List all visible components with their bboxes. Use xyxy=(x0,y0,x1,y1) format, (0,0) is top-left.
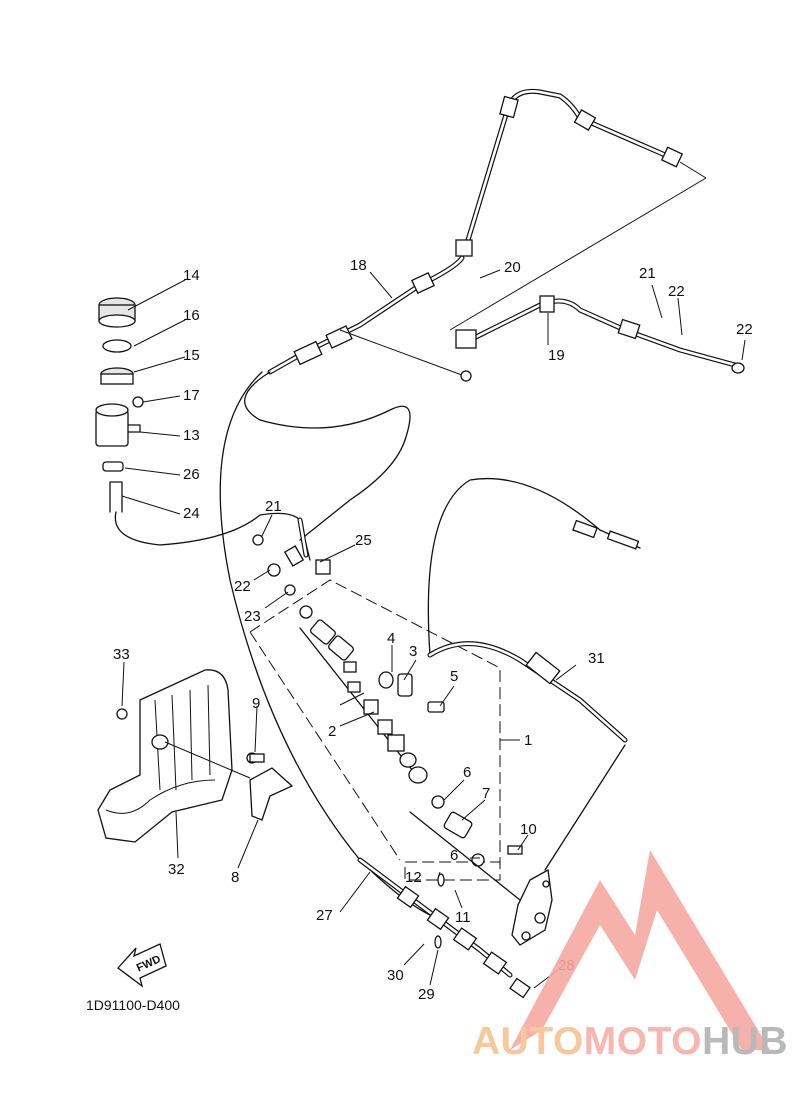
leader-lines xyxy=(121,269,746,989)
brake-hose-19 xyxy=(455,295,745,374)
callout-26: 26 xyxy=(183,466,200,483)
callout-10: 10 xyxy=(520,821,537,838)
master-cylinder-assembly xyxy=(249,579,523,901)
bracket-8 xyxy=(246,752,294,821)
callout-17: 17 xyxy=(183,387,200,404)
callout-1: 1 xyxy=(524,732,532,749)
brake-hose-18 xyxy=(244,255,472,541)
automotohub-logo xyxy=(510,850,770,1050)
callout-22-mid: 22 xyxy=(234,578,251,595)
callout-19: 19 xyxy=(548,347,565,364)
callout-24: 24 xyxy=(183,505,200,522)
callout-6-upper: 6 xyxy=(463,764,471,781)
automotohub-wordmark: AUTOMOTOHUB xyxy=(472,1020,788,1064)
callout-4: 4 xyxy=(387,630,395,647)
callout-13: 13 xyxy=(183,427,200,444)
callout-21-mid: 21 xyxy=(265,498,282,515)
callout-23: 23 xyxy=(244,608,261,625)
callout-22-right: 22 xyxy=(736,321,753,338)
callout-31: 31 xyxy=(588,650,605,667)
wordmark-moto: MOTO xyxy=(583,1020,703,1063)
callout-20: 20 xyxy=(504,259,521,276)
cable-31 xyxy=(427,477,641,946)
logo-triangle-icon xyxy=(510,850,770,1050)
callout-27: 27 xyxy=(316,907,333,924)
callout-7: 7 xyxy=(482,785,490,802)
callout-22-top: 22 xyxy=(668,283,685,300)
callout-2: 2 xyxy=(328,723,336,740)
callout-21-top: 21 xyxy=(639,265,656,282)
callout-5: 5 xyxy=(450,668,458,685)
cable-27 xyxy=(219,371,531,999)
callout-25: 25 xyxy=(355,532,372,549)
callout-numbers: 14 16 15 17 13 26 24 18 20 19 21 22 22 2… xyxy=(113,257,753,1003)
callout-18: 18 xyxy=(350,257,367,274)
callout-8: 8 xyxy=(231,869,239,886)
reservoir-assembly xyxy=(95,297,311,561)
callout-15: 15 xyxy=(183,347,200,364)
small-parts-mid xyxy=(252,517,331,596)
callout-16: 16 xyxy=(183,307,200,324)
drawing-code: 1D91100-D400 xyxy=(86,997,180,1013)
callout-29: 29 xyxy=(418,986,435,1003)
wordmark-hub: HUB xyxy=(702,1020,789,1063)
callout-33: 33 xyxy=(113,646,130,663)
brake-pipe-upper xyxy=(449,88,707,331)
callout-9: 9 xyxy=(252,695,260,712)
callout-30: 30 xyxy=(387,967,404,984)
callout-6-lower: 6 xyxy=(450,847,458,864)
callout-12: 12 xyxy=(405,869,422,886)
heel-guard-32 xyxy=(97,669,251,843)
callout-3: 3 xyxy=(409,643,417,660)
wordmark-auto: AUTO xyxy=(472,1020,584,1063)
callout-14: 14 xyxy=(183,267,200,284)
fwd-arrow-icon: FWD xyxy=(117,943,167,988)
callout-11: 11 xyxy=(455,909,471,926)
callout-32: 32 xyxy=(168,861,185,878)
